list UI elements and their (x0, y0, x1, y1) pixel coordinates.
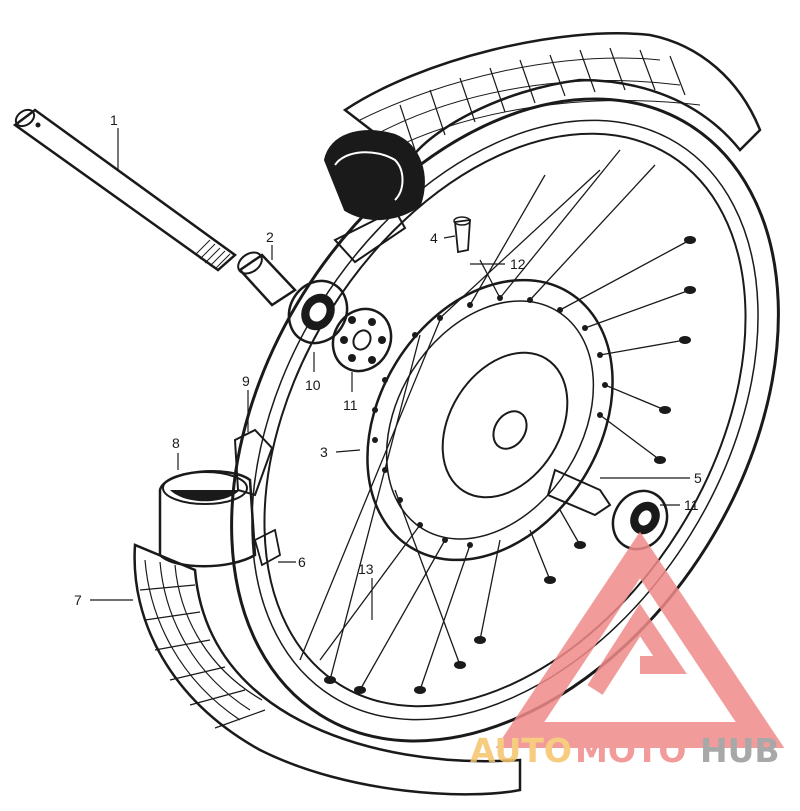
wheel-hub (366, 278, 614, 562)
watermark-logo-icon (495, 531, 785, 748)
bearing-10 (287, 279, 349, 345)
automotohub-watermark: AUTO MOTO HUB (470, 531, 785, 770)
spokes (299, 149, 691, 691)
spoke-nipples (324, 236, 696, 694)
callout-1: 1 (110, 112, 118, 128)
callout-12: 12 (510, 256, 526, 272)
spacer-collar (237, 251, 297, 307)
callout-11-right: 11 (684, 497, 699, 513)
axle-shaft (12, 108, 237, 272)
valve-cap (453, 216, 471, 254)
callout-4: 4 (430, 230, 438, 246)
callout-13: 13 (358, 561, 374, 577)
tire-lower-section (133, 428, 522, 796)
callout-10: 10 (305, 377, 321, 393)
callout-labels: 1 2 3 4 5 6 7 8 9 10 11 11 12 13 (74, 112, 702, 608)
callout-3: 3 (320, 444, 328, 460)
callout-9: 9 (242, 373, 250, 389)
bearing-11-left (331, 307, 393, 373)
watermark-auto: AUTO (470, 731, 572, 770)
tire-upper-section (323, 32, 762, 264)
callout-6: 6 (298, 554, 306, 570)
wheel-rim (230, 97, 780, 743)
callout-11-left: 11 (343, 397, 358, 413)
callout-7: 7 (74, 592, 82, 608)
callout-2: 2 (266, 229, 274, 245)
watermark-moto: MOTO (575, 731, 686, 770)
callout-8: 8 (172, 435, 180, 451)
watermark-hub: HUB (700, 731, 780, 770)
bearing-11-right (611, 489, 669, 551)
callout-5: 5 (694, 470, 702, 486)
leader-lines (90, 128, 690, 620)
